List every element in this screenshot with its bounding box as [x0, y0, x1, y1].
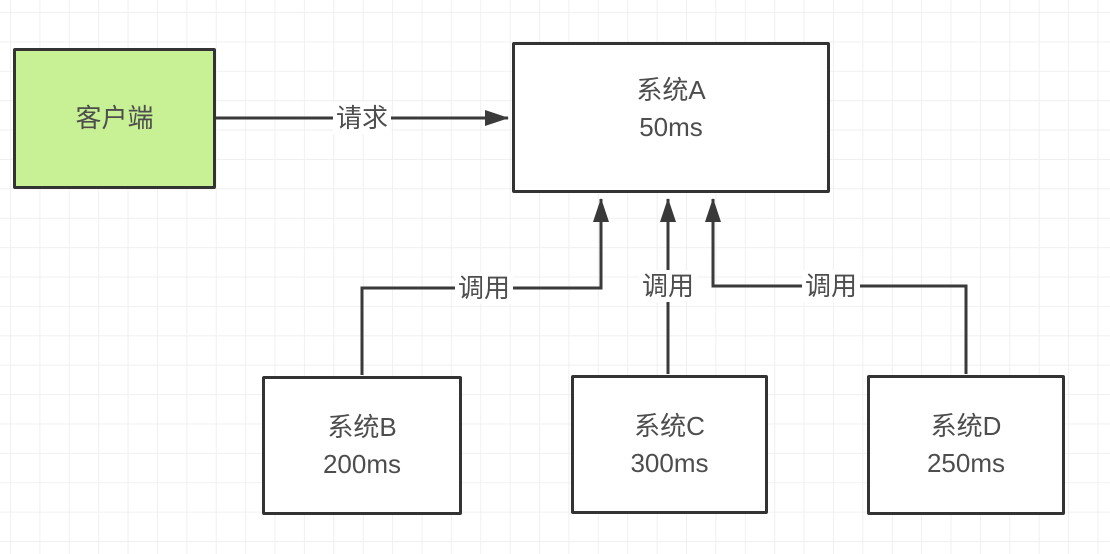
node-system-c[interactable]: 系统C 300ms: [571, 375, 768, 514]
node-system-b-latency: 200ms: [322, 448, 402, 479]
edge-label-call-c[interactable]: 调用: [638, 270, 698, 302]
edge-label-request[interactable]: 请求: [332, 102, 392, 134]
node-system-c-name: 系统C: [634, 410, 705, 441]
node-system-c-latency: 300ms: [630, 447, 709, 478]
node-client-label: 客户端: [75, 103, 154, 133]
node-system-b[interactable]: 系统B 200ms: [262, 376, 462, 515]
node-system-a-name: 系统A: [636, 74, 706, 105]
node-system-a[interactable]: 系统A 50ms: [512, 42, 830, 193]
node-system-d[interactable]: 系统D 250ms: [867, 375, 1065, 515]
node-system-a-latency: 50ms: [639, 111, 703, 142]
node-client[interactable]: 客户端: [13, 48, 216, 189]
edge-label-call-b[interactable]: 调用: [454, 272, 514, 304]
node-system-b-name: 系统B: [327, 411, 397, 442]
node-system-d-latency: 250ms: [926, 448, 1006, 478]
edge-label-call-d[interactable]: 调用: [801, 270, 861, 302]
node-system-d-name: 系统D: [930, 411, 1002, 441]
